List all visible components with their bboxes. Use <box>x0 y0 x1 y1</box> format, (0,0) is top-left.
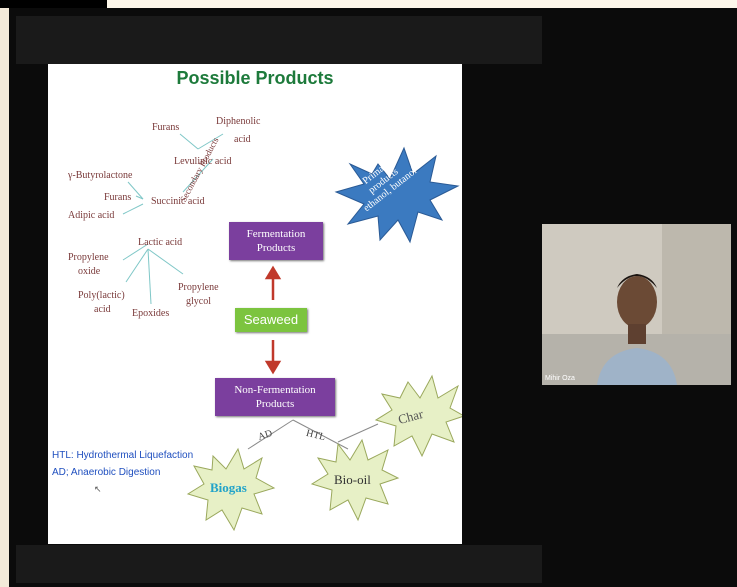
diphenolic-label-2: acid <box>234 134 251 145</box>
top-strip-dark <box>0 0 107 8</box>
slide-header-band <box>16 16 542 64</box>
propylene-glycol-label-1: Propylene <box>178 282 219 293</box>
levulinic-label: Levulinic acid <box>174 156 232 167</box>
furans-mid: Furans <box>104 192 132 203</box>
mouse-cursor-icon: ↖ <box>94 484 102 494</box>
non-fermentation-products-box: Non-Fermentation Products <box>215 378 335 416</box>
fermentation-line1: Fermentation <box>246 228 306 240</box>
participant-video-frame <box>542 224 731 385</box>
polylactic-label-1: Poly(lactic) <box>78 290 125 301</box>
biooil-star <box>310 438 400 522</box>
seaweed-box: Seaweed <box>235 308 307 332</box>
non-fermentation-line1: Non-Fermentation <box>234 384 316 396</box>
butyrolactone-label: γ-Butyrolactone <box>68 170 133 181</box>
legend-ad: AD; Anaerobic Digestion <box>52 467 161 478</box>
biooil-label: Bio-oil <box>334 472 371 487</box>
primary-products-star <box>334 146 460 244</box>
top-strip <box>0 0 737 8</box>
participant-name-label: Mihir Oza <box>545 375 575 382</box>
fermentation-products-box: Fermentation Products <box>229 222 323 260</box>
fermentation-line2: Products <box>256 242 296 254</box>
non-fermentation-line2: Products <box>255 398 295 410</box>
char-star <box>374 374 462 458</box>
propylene-glycol-label-2: glycol <box>186 296 211 307</box>
propylene-oxide-label-1: Propylene <box>68 252 109 263</box>
polylactic-label-2: acid <box>94 304 111 315</box>
propylene-oxide-label-2: oxide <box>78 266 101 277</box>
succinic-label: Succinic acid <box>151 196 205 207</box>
shared-slide: Possible Products Furans Diphenolic acid… <box>48 64 462 544</box>
diphenolic-label: Diphenolic <box>216 116 261 127</box>
lactic-label: Lactic acid <box>138 237 183 248</box>
slide-connectors <box>122 133 462 532</box>
furans-top: Furans <box>152 122 180 133</box>
participant-video-tile[interactable]: Mihir Oza <box>542 224 731 385</box>
adipic-label: Adipic acid <box>68 210 115 221</box>
slide-footer-band <box>16 545 542 583</box>
legend-htl: HTL: Hydrothermal Liquefaction <box>52 450 194 461</box>
slide-title: Possible Products <box>176 68 334 88</box>
left-strip <box>0 8 9 587</box>
biogas-star <box>186 447 276 532</box>
biogas-label: Biogas <box>210 480 247 495</box>
epoxides-label: Epoxides <box>132 308 170 319</box>
